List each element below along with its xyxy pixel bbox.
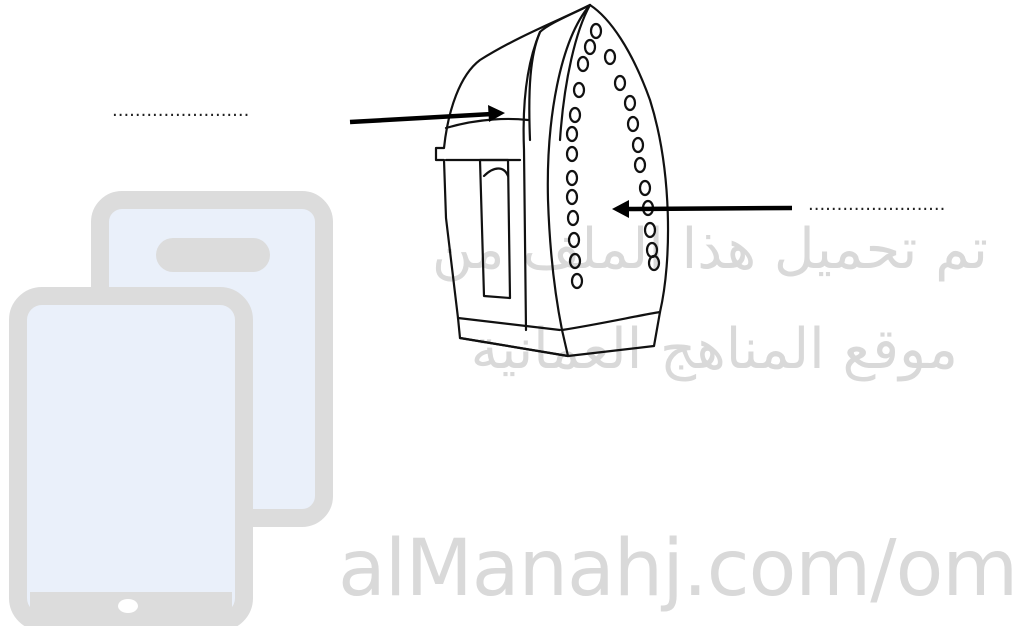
label-blank-left[interactable]: ........................: [112, 102, 249, 120]
left-arrow: [350, 105, 505, 122]
right-arrow: [612, 200, 792, 218]
label-blank-right[interactable]: ........................: [808, 196, 945, 214]
